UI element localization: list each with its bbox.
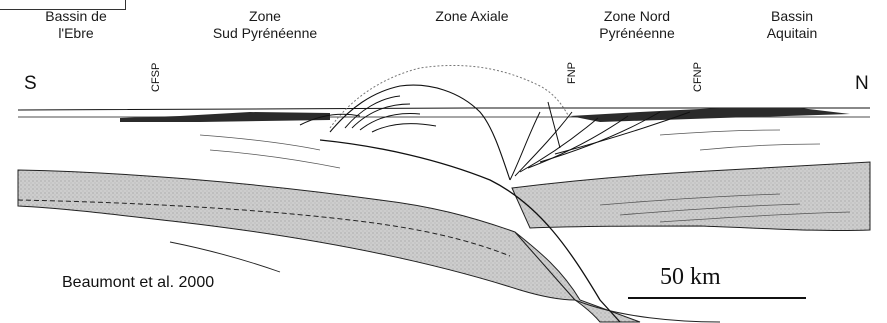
- figure-credit: Beaumont et al. 2000: [62, 274, 214, 292]
- axial-stack-fold: [330, 85, 510, 180]
- south-foreland-wedge: [120, 112, 330, 122]
- north-foreland-wedge: [570, 108, 850, 122]
- scale-bar-label: 50 km: [660, 264, 721, 291]
- mantle-line: [170, 242, 280, 272]
- eroded-envelope: [330, 65, 568, 128]
